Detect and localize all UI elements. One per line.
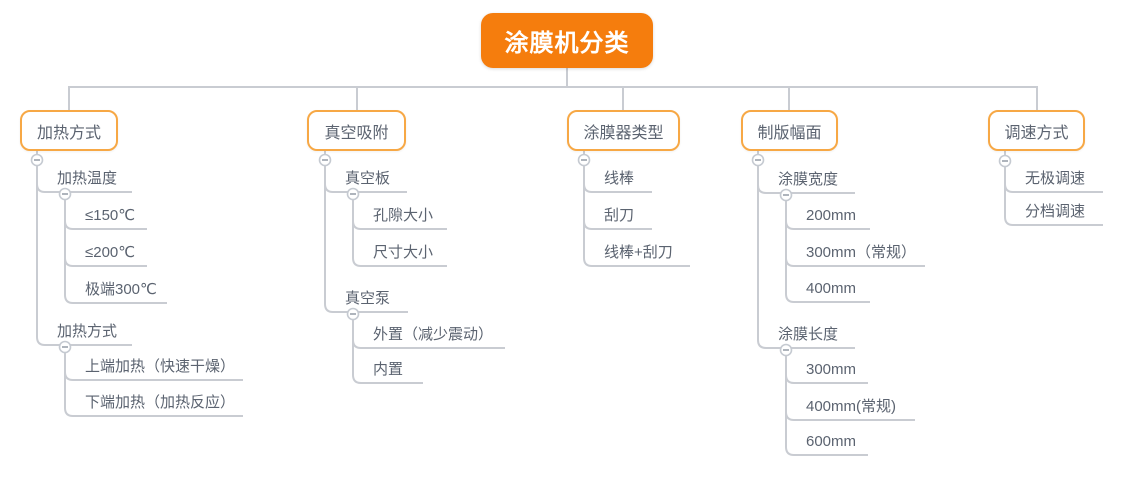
topic-internal-pump[interactable]: 内置	[373, 361, 404, 378]
topic-pore-size[interactable]: 孔隙大小	[373, 207, 434, 224]
topic-temp-extreme-300[interactable]: 极端300℃	[85, 281, 157, 298]
connector	[1004, 151, 1103, 226]
topic-vacuum-plate[interactable]: 真空板	[345, 170, 391, 187]
collapse-icon[interactable]	[318, 153, 332, 167]
collapse-icon[interactable]	[346, 307, 360, 321]
topic-stepped-speed[interactable]: 分档调速	[1025, 203, 1086, 220]
topic-heating-mode[interactable]: 加热方式	[57, 323, 118, 340]
branch-heating-method[interactable]: 加热方式	[20, 110, 118, 151]
topic-coating-width[interactable]: 涂膜宽度	[778, 171, 839, 188]
topic-top-heating[interactable]: 上端加热（快速干燥）	[85, 358, 236, 375]
branch-coater-type[interactable]: 涂膜器类型	[567, 110, 680, 151]
collapse-icon[interactable]	[751, 153, 765, 167]
collapse-icon[interactable]	[58, 340, 72, 354]
topic-temp-le-150[interactable]: ≤150℃	[85, 207, 136, 224]
topic-scraper[interactable]: 刮刀	[604, 207, 635, 224]
topic-wire-bar[interactable]: 线棒	[604, 170, 635, 187]
branch-speed-control[interactable]: 调速方式	[988, 110, 1085, 151]
topic-width-200mm[interactable]: 200mm	[806, 207, 857, 224]
connector	[352, 312, 423, 384]
topic-stepless-speed[interactable]: 无极调速	[1025, 170, 1086, 187]
topic-temp-le-200[interactable]: ≤200℃	[85, 244, 136, 261]
collapse-icon[interactable]	[779, 188, 793, 202]
topic-width-400mm[interactable]: 400mm	[806, 280, 857, 297]
topic-length-300mm[interactable]: 300mm	[806, 361, 857, 378]
connector	[583, 151, 690, 267]
topic-external-pump[interactable]: 外置（减少震动）	[373, 326, 494, 343]
topic-bottom-heating[interactable]: 下端加热（加热反应）	[85, 394, 236, 411]
connector	[785, 348, 868, 456]
root-topic[interactable]: 涂膜机分类	[481, 13, 653, 68]
topic-coating-length[interactable]: 涂膜长度	[778, 326, 839, 343]
topic-heating-temperature[interactable]: 加热温度	[57, 170, 118, 187]
topic-wire-bar-plus-scraper[interactable]: 线棒+刮刀	[604, 244, 673, 261]
connector	[36, 151, 132, 346]
connector	[757, 151, 855, 349]
topic-length-600mm[interactable]: 600mm	[806, 433, 857, 450]
collapse-icon[interactable]	[346, 187, 360, 201]
topic-length-400mm[interactable]: 400mm(常规)	[806, 398, 897, 415]
collapse-icon[interactable]	[58, 187, 72, 201]
topic-width-300mm[interactable]: 300mm（常规）	[806, 244, 917, 261]
connector	[64, 345, 243, 417]
connector	[785, 193, 870, 303]
branch-plate-size[interactable]: 制版幅面	[741, 110, 838, 151]
connector	[68, 86, 1038, 110]
collapse-icon[interactable]	[577, 153, 591, 167]
branch-vacuum-adsorption[interactable]: 真空吸附	[307, 110, 406, 151]
connector	[352, 192, 447, 267]
collapse-icon[interactable]	[998, 154, 1012, 168]
collapse-icon[interactable]	[779, 343, 793, 357]
connector	[324, 151, 408, 313]
collapse-icon[interactable]	[30, 153, 44, 167]
topic-vacuum-pump[interactable]: 真空泵	[345, 290, 391, 307]
topic-dimension-size[interactable]: 尺寸大小	[373, 244, 434, 261]
connector	[64, 192, 167, 304]
